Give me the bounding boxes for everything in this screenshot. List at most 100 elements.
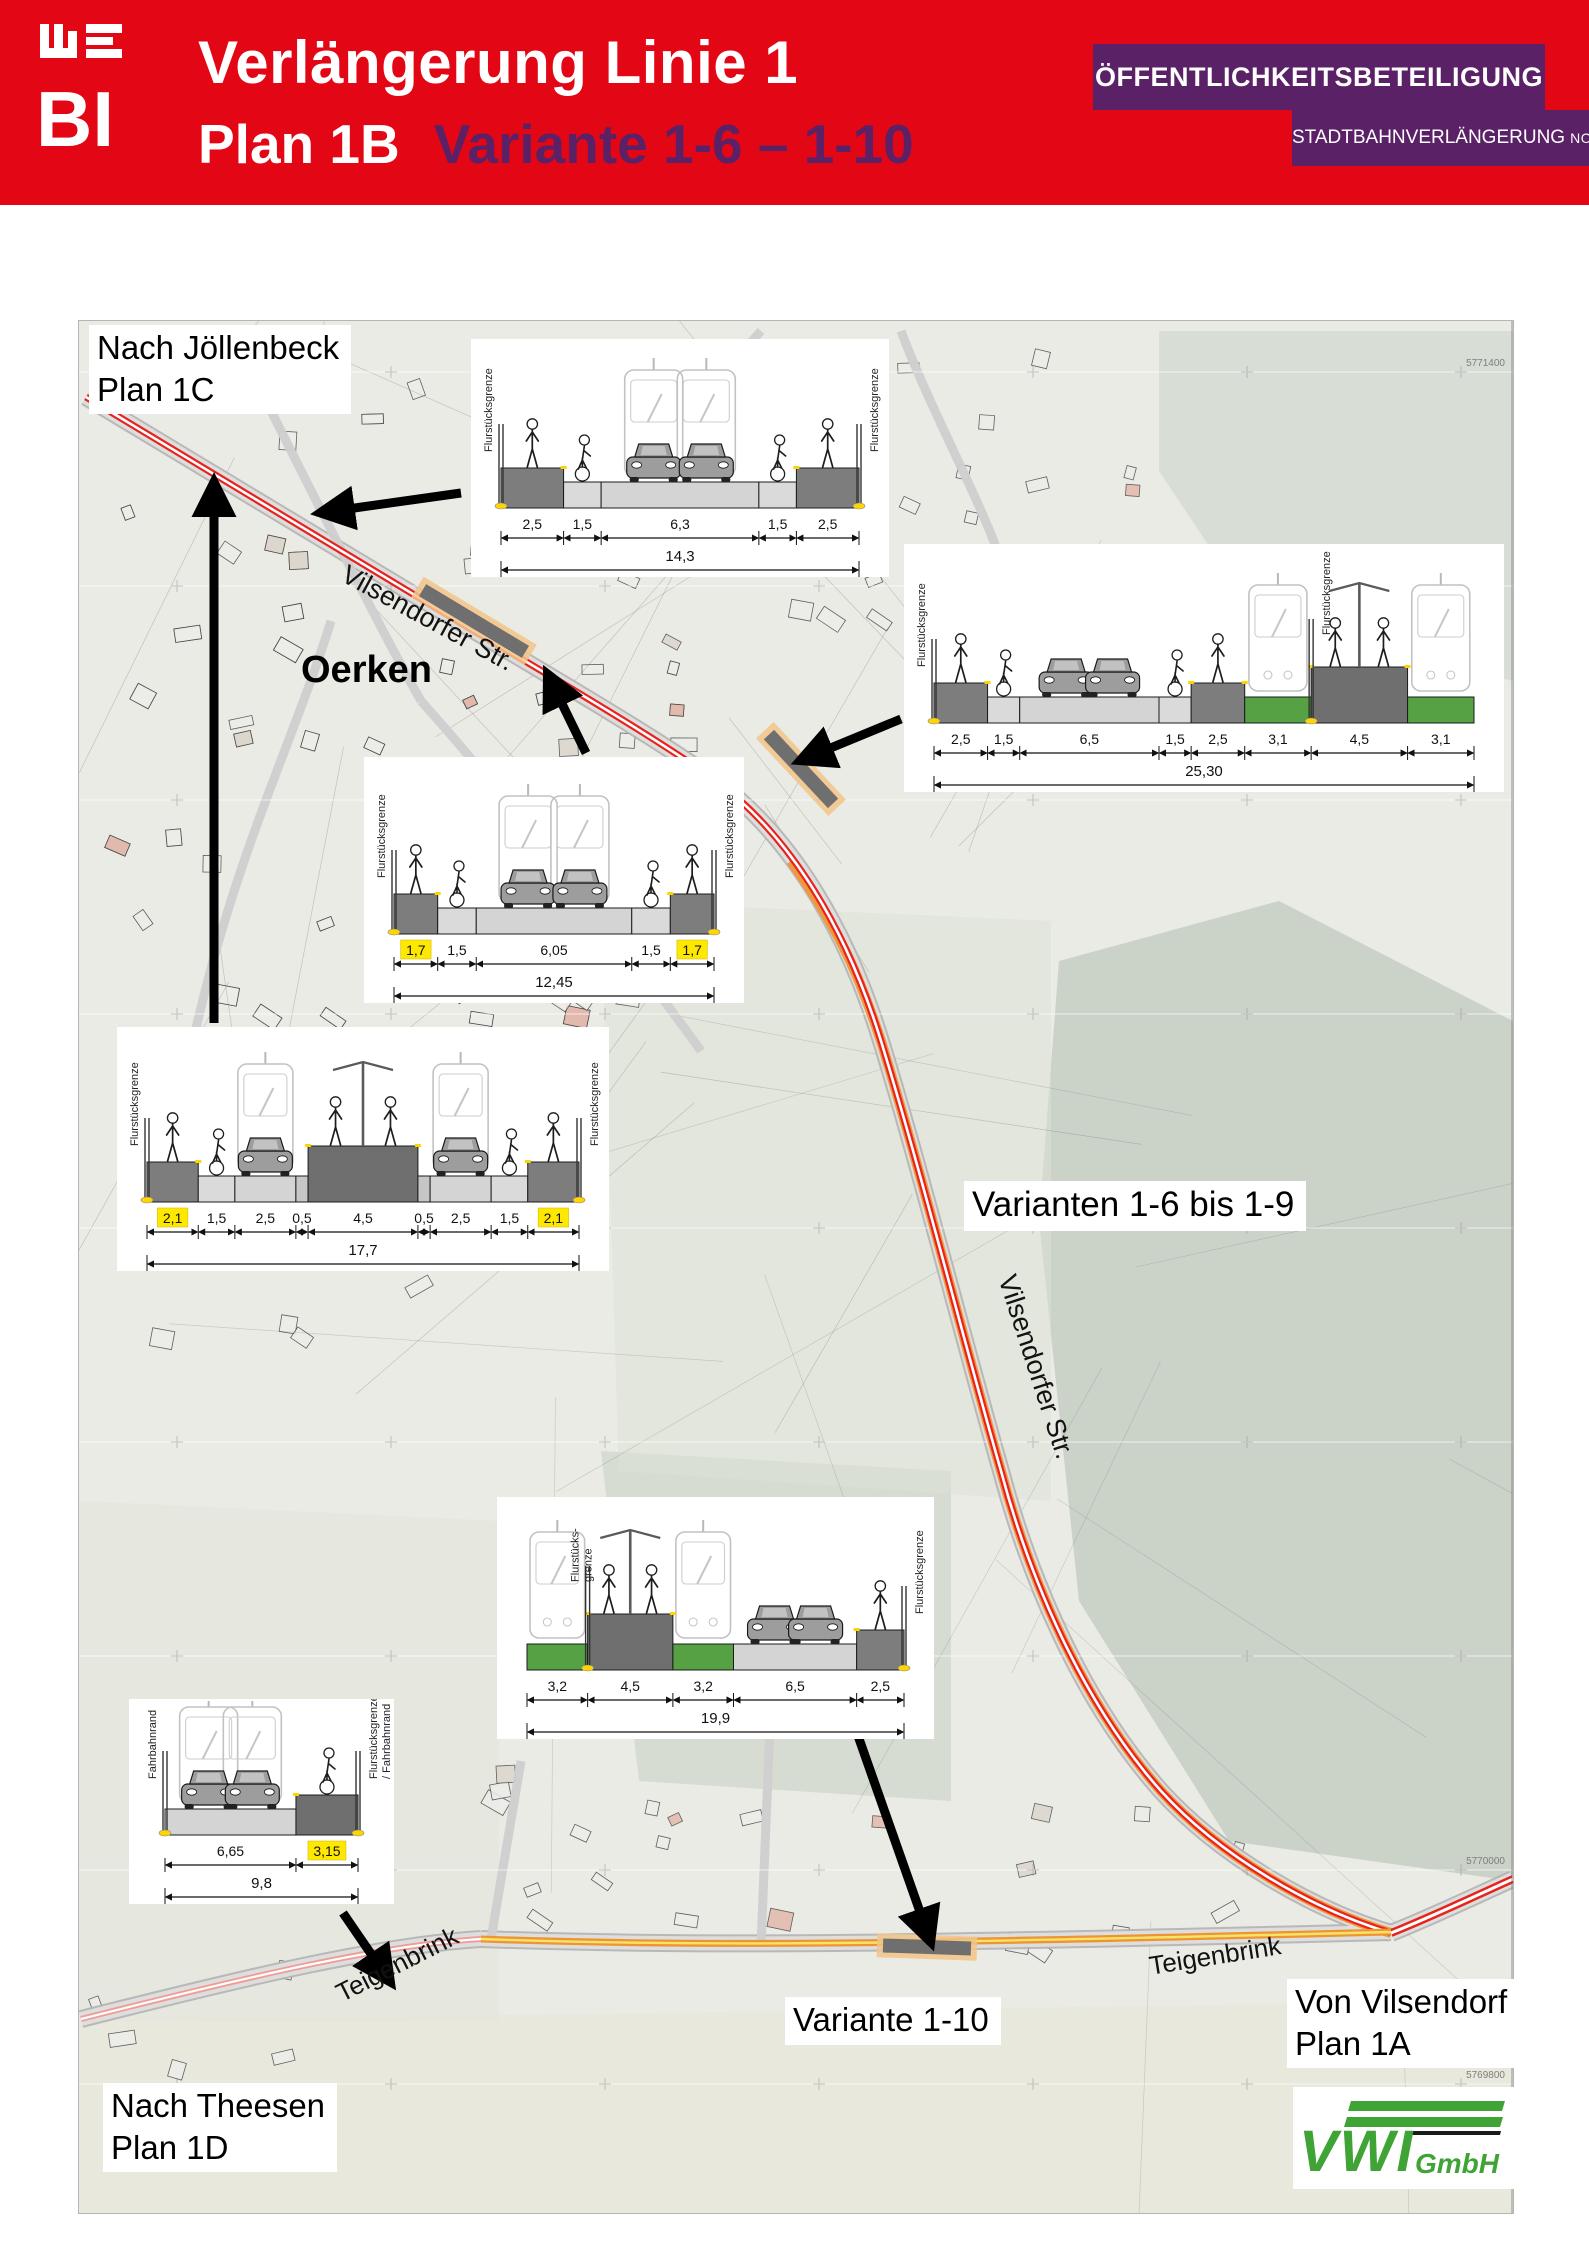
grid-coordinate: 5770000 — [1466, 1856, 1505, 1867]
building — [569, 1823, 592, 1843]
label-varianten-1-6-bis-1-9: Varianten 1-6 bis 1-9 — [964, 1181, 1307, 1232]
dimension-value: 2,5 — [523, 516, 543, 532]
curb-marker — [434, 892, 441, 895]
grid-cross — [813, 1008, 825, 1020]
post-base — [351, 1829, 365, 1837]
building — [233, 729, 254, 748]
grid-cross — [171, 1008, 183, 1020]
building — [148, 1327, 176, 1351]
pedestrian — [821, 418, 834, 430]
parcel-line — [1136, 1183, 1513, 1268]
grid-cross — [385, 1436, 397, 1448]
pedestrian — [526, 418, 539, 430]
grid-cross — [1241, 1650, 1253, 1662]
building — [865, 608, 893, 632]
building — [1133, 1805, 1151, 1823]
curb-marker — [292, 1793, 299, 1796]
pointer-arrow — [790, 714, 903, 769]
project-badge-suffix: NORD — [1570, 130, 1589, 146]
building — [173, 624, 203, 643]
pointer-arrow — [852, 1731, 941, 1952]
building — [167, 2058, 187, 2081]
cyclist — [449, 892, 465, 908]
dimension-value: 1,5 — [447, 942, 467, 958]
dimension-highlight — [676, 939, 708, 960]
building — [655, 1835, 671, 1851]
grid-cross — [813, 580, 825, 592]
grid-cross — [385, 2078, 397, 2090]
segment-bike — [631, 907, 671, 935]
curb-marker — [669, 1612, 676, 1615]
curb-marker — [1241, 681, 1248, 684]
segment-bike — [563, 481, 602, 509]
segment-bike — [1158, 696, 1192, 724]
dimension-value: 1,5 — [1165, 731, 1185, 747]
grid-cross — [813, 2078, 825, 2090]
building — [644, 1799, 661, 1817]
building — [316, 915, 335, 932]
page-title: Verlängerung Linie 1 — [198, 29, 799, 96]
curb-marker — [584, 1612, 591, 1615]
pedestrian — [329, 1096, 342, 1108]
boundary-label: Flurstücksgrenze — [129, 1062, 141, 1146]
dimension-value: 2,5 — [871, 1678, 891, 1694]
pointer-arrow — [542, 664, 591, 755]
boundary-label: Flurstücksgrenze — [1321, 551, 1333, 635]
plan-number: Plan 1B — [198, 113, 400, 175]
total-dimension-value: 17,7 — [348, 1242, 377, 1259]
dimension-value: 1,5 — [641, 942, 661, 958]
grid-cross — [1027, 1008, 1039, 1020]
logo-text: BI — [38, 75, 114, 154]
curb-marker — [414, 1144, 421, 1147]
grid-cross — [1241, 1436, 1253, 1448]
dimension-value: 6,5 — [1080, 731, 1100, 747]
building — [107, 2029, 137, 2048]
grid-cross — [171, 1436, 183, 1448]
building — [361, 413, 384, 425]
curb-marker — [1188, 681, 1195, 684]
building — [581, 663, 604, 676]
dimension-value: 2,5 — [1208, 731, 1228, 747]
boundary-label: Flurstücksgrenze — [914, 1530, 926, 1614]
side-road — [486, 1760, 526, 1940]
pedestrian — [384, 1096, 397, 1108]
segment-walk — [1190, 682, 1246, 724]
boundary-label: grenze — [583, 1548, 595, 1582]
building — [978, 414, 996, 431]
grid-cross — [1241, 794, 1253, 806]
side-road — [756, 1700, 776, 1946]
dimension-value: 1,5 — [768, 516, 788, 532]
segment-bike — [987, 696, 1021, 724]
building — [272, 636, 304, 664]
grid-cross — [1027, 1650, 1039, 1662]
project-badge-main: STADTBAHNVERLÄNGERUNG — [1292, 127, 1566, 148]
building — [228, 714, 255, 730]
curb-marker — [793, 466, 800, 469]
total-dimension-value: 19,9 — [701, 1710, 730, 1727]
post-base — [387, 928, 401, 936]
dimension-value: 3,2 — [548, 1678, 568, 1694]
building — [132, 908, 154, 932]
segment-walk — [933, 682, 989, 724]
grid-cross — [385, 366, 397, 378]
segment-track — [1244, 696, 1312, 724]
terrain-patch — [1039, 901, 1513, 1881]
curb-marker — [1404, 665, 1411, 668]
post-base — [927, 717, 941, 725]
pointer-arrows — [191, 472, 941, 1991]
grid-cross — [1241, 1008, 1253, 1020]
grid-cross — [1455, 1650, 1467, 1662]
dimension-value: 6,3 — [670, 516, 690, 532]
dimension-value: 0,5 — [292, 1210, 312, 1226]
tram-outline — [529, 1531, 586, 1639]
building — [439, 658, 455, 676]
segment-road — [475, 907, 633, 935]
segment-path — [295, 1794, 359, 1836]
segment-bike — [758, 481, 797, 509]
segment-road — [1019, 696, 1160, 724]
dimension-value: 2,5 — [818, 516, 838, 532]
